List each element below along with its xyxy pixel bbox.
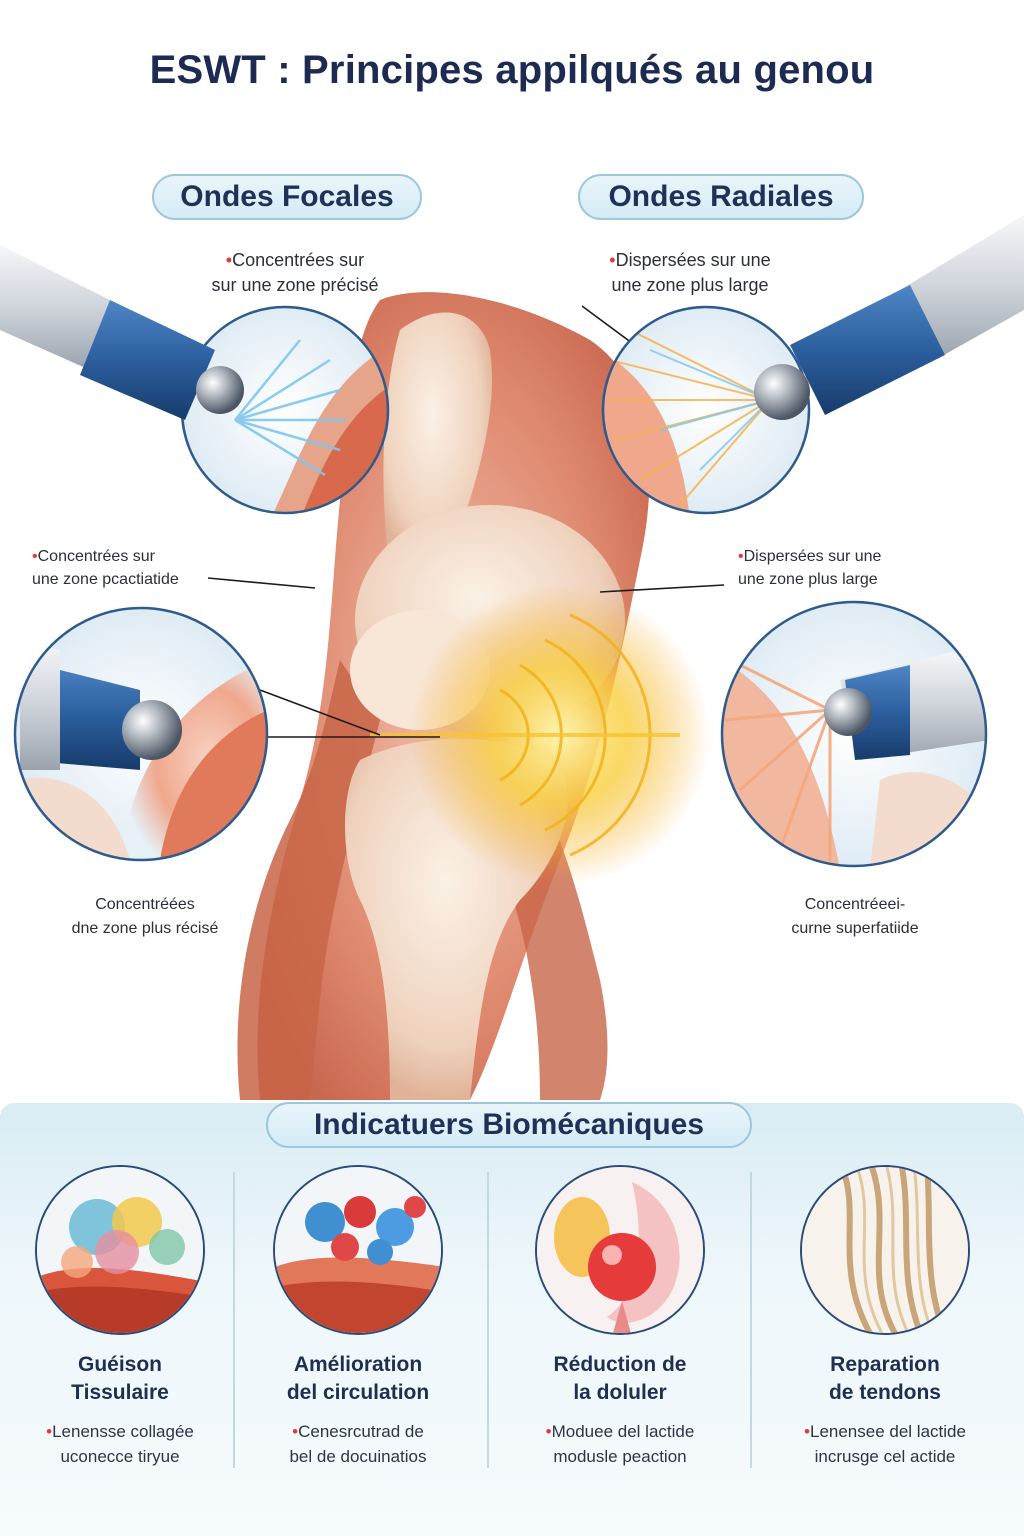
femur-shaft bbox=[383, 312, 492, 570]
divider bbox=[487, 1172, 489, 1468]
indicator-title-line1: Amélioration bbox=[293, 1353, 423, 1376]
focal-applicator-device bbox=[0, 245, 244, 420]
bullet-dot: • bbox=[804, 1422, 810, 1441]
bullet-dot: • bbox=[545, 1422, 552, 1441]
indicator-title-line1: Réduction de bbox=[553, 1353, 687, 1376]
radial-caption-low: Concentréeei- curne superfatiide bbox=[760, 893, 950, 941]
indicator-title-line1: Guéison bbox=[77, 1353, 162, 1376]
divider bbox=[233, 1172, 235, 1468]
bullet-dot: • bbox=[292, 1422, 299, 1441]
focal-caption-low-line1: Concentréées bbox=[95, 896, 195, 913]
indicator-pain-reduction: Réduction de la doluler •Moduee del lact… bbox=[500, 1165, 740, 1525]
focal-caption-low: Concentréées dne zone plus récisé bbox=[40, 893, 250, 941]
indicator-title-line1: Reparation bbox=[830, 1353, 940, 1376]
radial-waves-label: Ondes Radiales bbox=[578, 174, 864, 220]
focal-detail-circle-mid-border bbox=[13, 606, 269, 862]
indicator-desc-line2: incrusge cel actide bbox=[814, 1447, 956, 1466]
radial-detail-circle-top-border bbox=[601, 305, 811, 515]
indicator-title-line2: del circulation bbox=[286, 1381, 430, 1404]
focal-detail-circle-mid bbox=[15, 608, 267, 860]
radial-caption-mid-line1: Dispersées sur une bbox=[743, 548, 882, 565]
knee-illustration bbox=[0, 215, 1024, 1100]
indicator-desc-line1: Cenesrcutrad de bbox=[298, 1422, 424, 1441]
indicator-desc-line2: modusle peaction bbox=[553, 1447, 687, 1466]
radial-caption-top-line1: Dispersées sur une bbox=[615, 250, 771, 270]
focal-waves-label: Ondes Focales bbox=[152, 174, 422, 220]
indicator-title-line2: Tissulaire bbox=[71, 1381, 169, 1404]
indicator-desc-line1: Lenensse collagée bbox=[52, 1422, 194, 1441]
bullet-dot: • bbox=[225, 250, 233, 270]
bullet-dot: • bbox=[46, 1422, 53, 1441]
focal-caption-top: •Concentrées sur sur une zone précisé bbox=[170, 248, 420, 298]
focal-caption-low-line2: dne zone plus récisé bbox=[71, 920, 219, 937]
pain-reduction-image bbox=[535, 1165, 705, 1335]
tendon-repair-image bbox=[800, 1165, 970, 1335]
radial-caption-mid-line2: une zone plus large bbox=[738, 571, 878, 588]
bullet-dot: • bbox=[32, 548, 38, 565]
bullet-dot: • bbox=[609, 250, 616, 270]
radial-caption-top-line2: une zone plus large bbox=[611, 275, 769, 295]
bullet-dot: • bbox=[738, 548, 744, 565]
indicators-title: Indicatuers Biomécaniques bbox=[266, 1102, 752, 1148]
focal-caption-top-line1: Concentrées sur bbox=[232, 250, 365, 270]
focal-caption-top-line2: sur une zone précisé bbox=[211, 275, 379, 295]
indicator-desc-line1: Moduee del lactide bbox=[551, 1422, 695, 1441]
indicator-tendon-repair: Reparation de tendons •Lenensee del lact… bbox=[765, 1165, 1005, 1525]
divider bbox=[750, 1172, 752, 1468]
circulation-image bbox=[273, 1165, 443, 1335]
focal-caption-mid-line2: une zone pcactiatide bbox=[32, 571, 179, 588]
indicator-circulation: Amélioration del circulation •Cenesrcutr… bbox=[238, 1165, 478, 1525]
focal-caption-mid-line1: Concentrées sur bbox=[37, 548, 155, 565]
focal-caption-mid: •Concentrées sur une zone pcactiatide bbox=[32, 545, 222, 591]
radial-caption-mid: •Dispersées sur une une zone plus large bbox=[738, 545, 938, 591]
muscle-calf-left bbox=[237, 660, 380, 1100]
indicator-desc-line1: Lenensee del lactide bbox=[809, 1422, 966, 1441]
radial-caption-low-line1: Concentréeei- bbox=[804, 896, 906, 913]
indicator-title-line2: de tendons bbox=[828, 1381, 941, 1404]
radial-caption-low-line2: curne superfatiide bbox=[791, 920, 919, 937]
indicator-title-line2: la doluler bbox=[573, 1381, 667, 1404]
page-title: ESWT : Principes appilqués au genou bbox=[149, 48, 875, 92]
indicator-desc-line2: bel de docuinatios bbox=[289, 1447, 427, 1466]
indicator-tissue-healing: Guéison Tissulaire •Lenensse collagée uc… bbox=[0, 1165, 240, 1525]
radial-caption-top: •Dispersées sur une une zone plus large bbox=[570, 248, 810, 298]
tissue-healing-image bbox=[35, 1165, 205, 1335]
indicator-desc-line2: uconecce tiryue bbox=[60, 1447, 180, 1466]
radial-applicator-device bbox=[754, 215, 1024, 420]
radial-detail-circle-mid-border bbox=[720, 600, 988, 868]
